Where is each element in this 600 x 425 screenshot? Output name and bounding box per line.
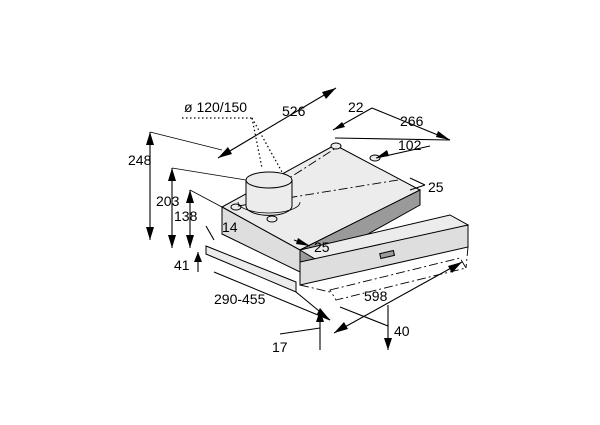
dim-290-455-line xyxy=(213,271,331,321)
arrowhead xyxy=(436,131,450,140)
arrowhead xyxy=(296,238,310,246)
center-line xyxy=(237,179,399,207)
duct-flange xyxy=(237,201,301,214)
visor-extended-edge xyxy=(465,246,469,269)
arrowhead xyxy=(333,122,345,130)
duct-collar xyxy=(237,171,301,216)
visor-extended-outline xyxy=(329,257,467,301)
label-extension-290-455: 290-455 xyxy=(214,291,266,307)
extension-line xyxy=(149,131,223,151)
dimension-labels: ø 120/150 526 22 266 102 25 248 203 138 … xyxy=(128,99,444,355)
diameter-leader xyxy=(251,117,283,173)
arrowhead xyxy=(146,227,154,240)
label-spacing-102: 102 xyxy=(398,137,422,153)
label-inset-25-right: 25 xyxy=(428,179,444,195)
center-line xyxy=(279,147,337,185)
diameter-leader xyxy=(251,117,263,169)
mounting-hole xyxy=(266,215,278,223)
extension-line xyxy=(189,189,223,208)
arrowhead xyxy=(146,132,154,145)
dim-17-line xyxy=(279,327,321,335)
label-width-266: 266 xyxy=(400,113,424,129)
arrowhead xyxy=(384,338,392,350)
arrowhead xyxy=(322,88,336,99)
mounting-hole xyxy=(369,154,381,162)
label-height-138: 138 xyxy=(174,208,198,224)
arrowhead xyxy=(186,235,194,248)
arrowhead xyxy=(448,262,462,273)
dim-14-line xyxy=(205,225,215,241)
label-front-40: 40 xyxy=(394,323,410,339)
label-duct-diameter: ø 120/150 xyxy=(184,99,247,115)
duct-top-rim xyxy=(245,171,293,189)
dim-526-line xyxy=(217,87,337,159)
dimension-lines xyxy=(146,87,463,350)
arrowhead xyxy=(168,168,176,181)
dim-25-right-line xyxy=(409,177,426,186)
visor-handle xyxy=(379,249,396,260)
label-offset-22: 22 xyxy=(348,99,364,115)
label-inset-14: 14 xyxy=(222,219,238,235)
arrowhead xyxy=(194,252,202,262)
arrowhead xyxy=(218,147,232,158)
label-inset-25-front: 25 xyxy=(314,239,330,255)
label-height-203: 203 xyxy=(156,193,180,209)
dim-40-line xyxy=(339,306,389,327)
arrowhead xyxy=(186,190,194,203)
label-height-248: 248 xyxy=(128,152,152,168)
arrowhead xyxy=(376,150,389,158)
visor-extended-edge xyxy=(299,284,331,293)
arrowhead xyxy=(334,322,348,333)
label-width-598: 598 xyxy=(364,288,388,304)
label-front-17: 17 xyxy=(272,339,288,355)
mounting-hole xyxy=(330,142,342,150)
arrowhead xyxy=(168,235,176,248)
dim-266-line xyxy=(334,137,451,141)
dim-598-line xyxy=(333,261,463,334)
label-height-41: 41 xyxy=(174,257,190,273)
dim-25-right-line xyxy=(409,184,426,191)
duct-body xyxy=(245,179,293,216)
slide-out-visor xyxy=(298,214,470,301)
extension-line xyxy=(171,167,247,181)
arrowhead xyxy=(316,310,324,322)
label-depth-526: 526 xyxy=(282,103,306,119)
hood-body xyxy=(220,142,422,273)
